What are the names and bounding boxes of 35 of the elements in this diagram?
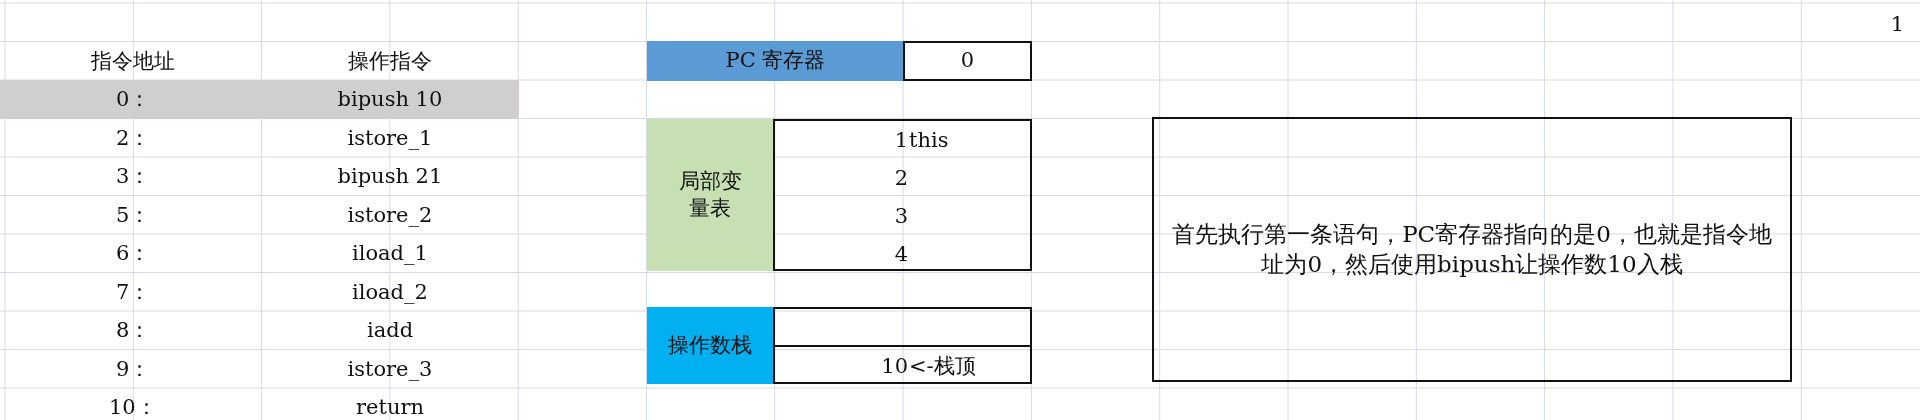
address-text: 6： [116,243,151,264]
slot-number: 3 [894,206,908,227]
instruction-text: iload_2 [352,281,428,303]
column-header: 指令地址 [91,50,175,72]
slot-number: 2 [894,168,908,189]
address-text: 9： [116,358,151,380]
address-text: 0： [116,89,151,110]
instruction-text: bipush 10 [337,89,443,110]
note-box: 首先执行第一条语句，PC寄存器指向的是0，也就是指令地址为0，然后使用bipush让操作数10入栈 [1152,117,1792,382]
stack-top-marker: <-栈顶 [909,356,976,377]
address-text: 8： [116,320,151,341]
local-variable-table [773,119,1032,271]
operand-stack-box [773,307,1032,384]
address-text: 3： [116,166,151,187]
instruction-text: return [356,397,424,418]
instruction-text: istore_1 [347,127,433,149]
instruction-text: bipush 21 [337,166,443,187]
slot-number: 1 [894,130,908,151]
slot-number: 4 [894,244,908,265]
stack-value: 10 [881,356,908,377]
address-text: 7： [116,281,151,303]
stack-label: 操作数栈 [647,307,773,384]
instruction-text: istore_2 [347,204,433,226]
slot-value: this [909,130,949,151]
instruction-text: istore_3 [347,358,433,380]
register-label: PC 寄存器 [647,41,904,81]
instruction-text: iadd [367,320,414,341]
column-header: 操作指令 [348,50,432,72]
page-number: 1 [1890,14,1904,35]
address-text: 5： [116,204,151,226]
address-text: 10： [109,397,157,418]
register-value-box: 0 [903,41,1032,81]
address-text: 2： [116,127,151,149]
instruction-text: iload_1 [352,243,428,264]
table-label: 局部变量表 [647,119,773,271]
